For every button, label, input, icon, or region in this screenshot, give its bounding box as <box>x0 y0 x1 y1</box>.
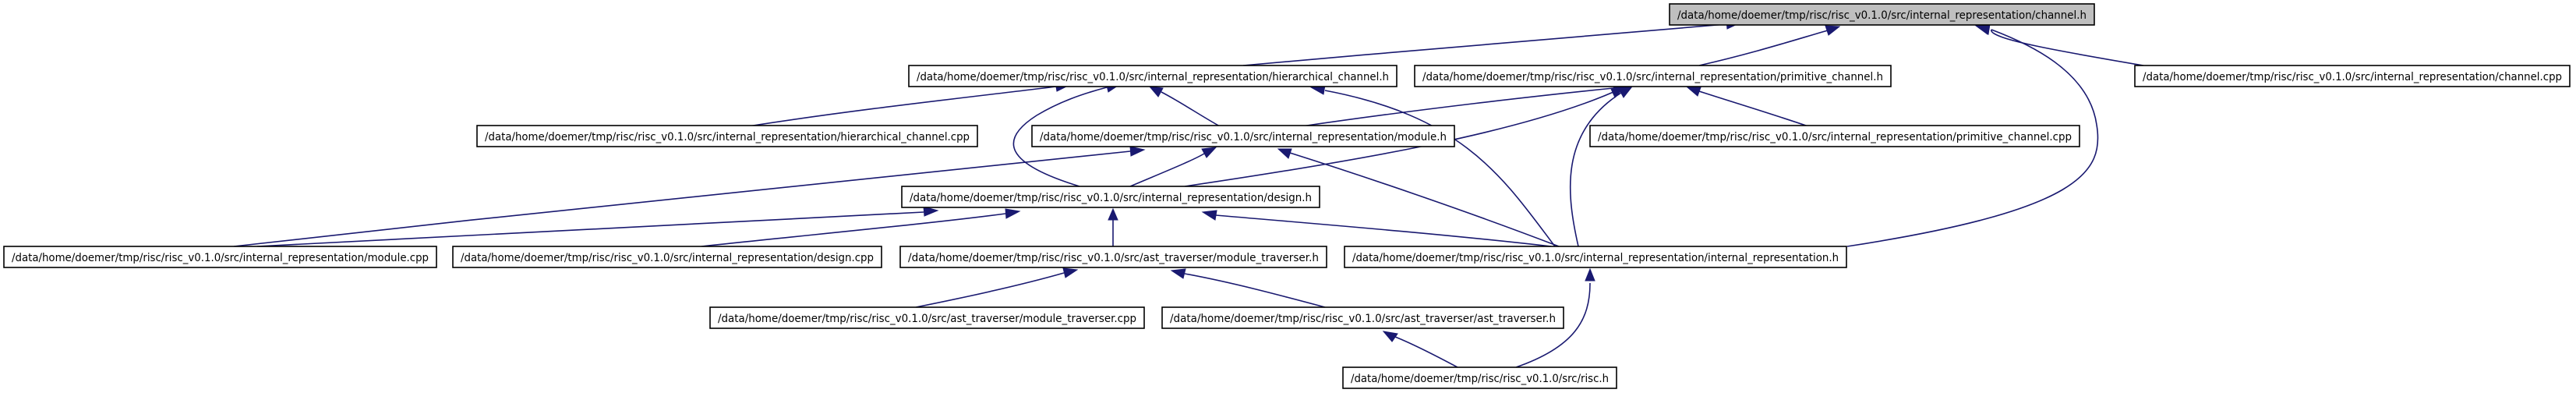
arrowhead <box>1618 86 1634 98</box>
edge-hierarchical-channel-cpp-to-hierarchical-channel <box>747 86 1057 127</box>
svg-text:/data/home/doemer/tmp/risc/ris: /data/home/doemer/tmp/risc/risc_v0.1.0/s… <box>12 252 429 264</box>
edge-risc-to-ast-traverser <box>1394 336 1458 368</box>
edge-design-cpp-to-design <box>701 213 1006 247</box>
node-primitive-channel-cpp[interactable]: /data/home/doemer/tmp/risc/risc_v0.1.0/s… <box>1589 125 2080 147</box>
svg-text:/data/home/doemer/tmp/risc/ris: /data/home/doemer/tmp/risc/risc_v0.1.0/s… <box>1040 131 1447 143</box>
node-primitive-channel-h[interactable]: /data/home/doemer/tmp/risc/risc_v0.1.0/s… <box>1414 65 1892 87</box>
edge-primitive-channel-to-channel <box>1698 30 1829 66</box>
edge-module-to-primitive-channel <box>1301 87 1614 127</box>
arrowhead <box>923 206 939 217</box>
edge-primitive-channel-cpp-to-primitive-channel <box>1698 90 1809 127</box>
edge-design-to-module <box>1129 153 1205 187</box>
svg-text:/data/home/doemer/tmp/risc/ris: /data/home/doemer/tmp/risc/risc_v0.1.0/s… <box>1351 373 1609 385</box>
arrowhead <box>1129 146 1146 157</box>
arrowhead <box>1062 267 1079 278</box>
node-ast-traverser-h[interactable]: /data/home/doemer/tmp/risc/risc_v0.1.0/s… <box>1161 306 1564 329</box>
edge-internal-representation-to-primitive-channel <box>1569 92 1622 247</box>
arrowhead <box>1108 207 1118 221</box>
node-channel-cpp[interactable]: /data/home/doemer/tmp/risc/risc_v0.1.0/s… <box>2134 65 2571 87</box>
edge-module-to-hierarchical-channel <box>1161 91 1221 127</box>
arrowhead <box>1201 147 1217 158</box>
node-risc-h[interactable]: /data/home/doemer/tmp/risc/risc_v0.1.0/s… <box>1342 366 1617 389</box>
svg-text:/data/home/doemer/tmp/risc/ris: /data/home/doemer/tmp/risc/risc_v0.1.0/s… <box>461 252 874 264</box>
arrowhead <box>1277 148 1292 159</box>
edges <box>233 19 2144 368</box>
edge-module-traverser-cpp-to-module-traverser <box>915 272 1065 308</box>
arrowhead <box>1005 208 1021 219</box>
arrowhead <box>1148 86 1164 97</box>
edge-module-cpp-to-design <box>256 211 924 247</box>
arrowhead <box>1585 267 1595 281</box>
edge-module-cpp-to-module <box>233 150 1131 247</box>
svg-text:/data/home/doemer/tmp/risc/ris: /data/home/doemer/tmp/risc/risc_v0.1.0/s… <box>1677 9 2087 22</box>
svg-text:/data/home/doemer/tmp/risc/ris: /data/home/doemer/tmp/risc/risc_v0.1.0/s… <box>1352 252 1839 264</box>
node-module-traverser-cpp[interactable]: /data/home/doemer/tmp/risc/risc_v0.1.0/s… <box>709 306 1145 329</box>
node-module-traverser-h[interactable]: /data/home/doemer/tmp/risc/risc_v0.1.0/s… <box>899 246 1327 268</box>
svg-text:/data/home/doemer/tmp/risc/ris: /data/home/doemer/tmp/risc/risc_v0.1.0/s… <box>910 192 1312 204</box>
svg-text:/data/home/doemer/tmp/risc/ris: /data/home/doemer/tmp/risc/risc_v0.1.0/s… <box>2143 71 2562 83</box>
edge-hierarchical-channel-to-channel <box>1242 23 1727 66</box>
svg-text:/data/home/doemer/tmp/risc/ris: /data/home/doemer/tmp/risc/risc_v0.1.0/s… <box>917 71 1389 83</box>
node-module-h[interactable]: /data/home/doemer/tmp/risc/risc_v0.1.0/s… <box>1031 125 1455 147</box>
arrowhead <box>1382 331 1398 342</box>
edge-internal-representation-to-hierarchical-channel <box>1324 90 1556 247</box>
svg-text:/data/home/doemer/tmp/risc/ris: /data/home/doemer/tmp/risc/risc_v0.1.0/s… <box>1598 131 2072 143</box>
svg-text:/data/home/doemer/tmp/risc/ris: /data/home/doemer/tmp/risc/risc_v0.1.0/s… <box>1170 313 1556 325</box>
node-design-h[interactable]: /data/home/doemer/tmp/risc/risc_v0.1.0/s… <box>901 186 1320 208</box>
edge-internal-representation-to-module <box>1289 152 1560 247</box>
node-module-cpp[interactable]: /data/home/doemer/tmp/risc/risc_v0.1.0/s… <box>3 246 437 268</box>
arrowhead <box>1201 210 1217 221</box>
node-hierarchical-channel-h[interactable]: /data/home/doemer/tmp/risc/risc_v0.1.0/s… <box>908 65 1398 87</box>
svg-text:/data/home/doemer/tmp/risc/ris: /data/home/doemer/tmp/risc/risc_v0.1.0/s… <box>485 131 970 143</box>
svg-text:/data/home/doemer/tmp/risc/ris: /data/home/doemer/tmp/risc/risc_v0.1.0/s… <box>908 252 1319 264</box>
nodes: /data/home/doemer/tmp/risc/risc_v0.1.0/s… <box>3 3 2571 389</box>
svg-text:/data/home/doemer/tmp/risc/ris: /data/home/doemer/tmp/risc/risc_v0.1.0/s… <box>1422 71 1883 83</box>
edge-internal-representation-to-channel <box>1846 29 2099 247</box>
edge-ast-traverser-to-module-traverser <box>1184 273 1326 308</box>
edge-internal-representation-to-design <box>1215 214 1552 247</box>
arrowhead <box>1686 87 1701 97</box>
node-design-cpp[interactable]: /data/home/doemer/tmp/risc/risc_v0.1.0/s… <box>452 246 882 268</box>
arrowhead <box>1170 268 1186 279</box>
edge-channel-cpp-to-channel <box>1991 29 2144 66</box>
node-internal-representation-h[interactable]: /data/home/doemer/tmp/risc/risc_v0.1.0/s… <box>1344 246 1847 268</box>
edge-design-to-hierarchical-channel <box>1012 87 1108 187</box>
node-hierarchical-channel-cpp[interactable]: /data/home/doemer/tmp/risc/risc_v0.1.0/s… <box>476 125 978 147</box>
svg-text:/data/home/doemer/tmp/risc/ris: /data/home/doemer/tmp/risc/risc_v0.1.0/s… <box>718 313 1136 325</box>
arrowhead <box>1825 25 1841 36</box>
edge-risc-to-internal-representation <box>1515 282 1591 368</box>
node-channel-h[interactable]: /data/home/doemer/tmp/risc/risc_v0.1.0/s… <box>1669 3 2095 26</box>
